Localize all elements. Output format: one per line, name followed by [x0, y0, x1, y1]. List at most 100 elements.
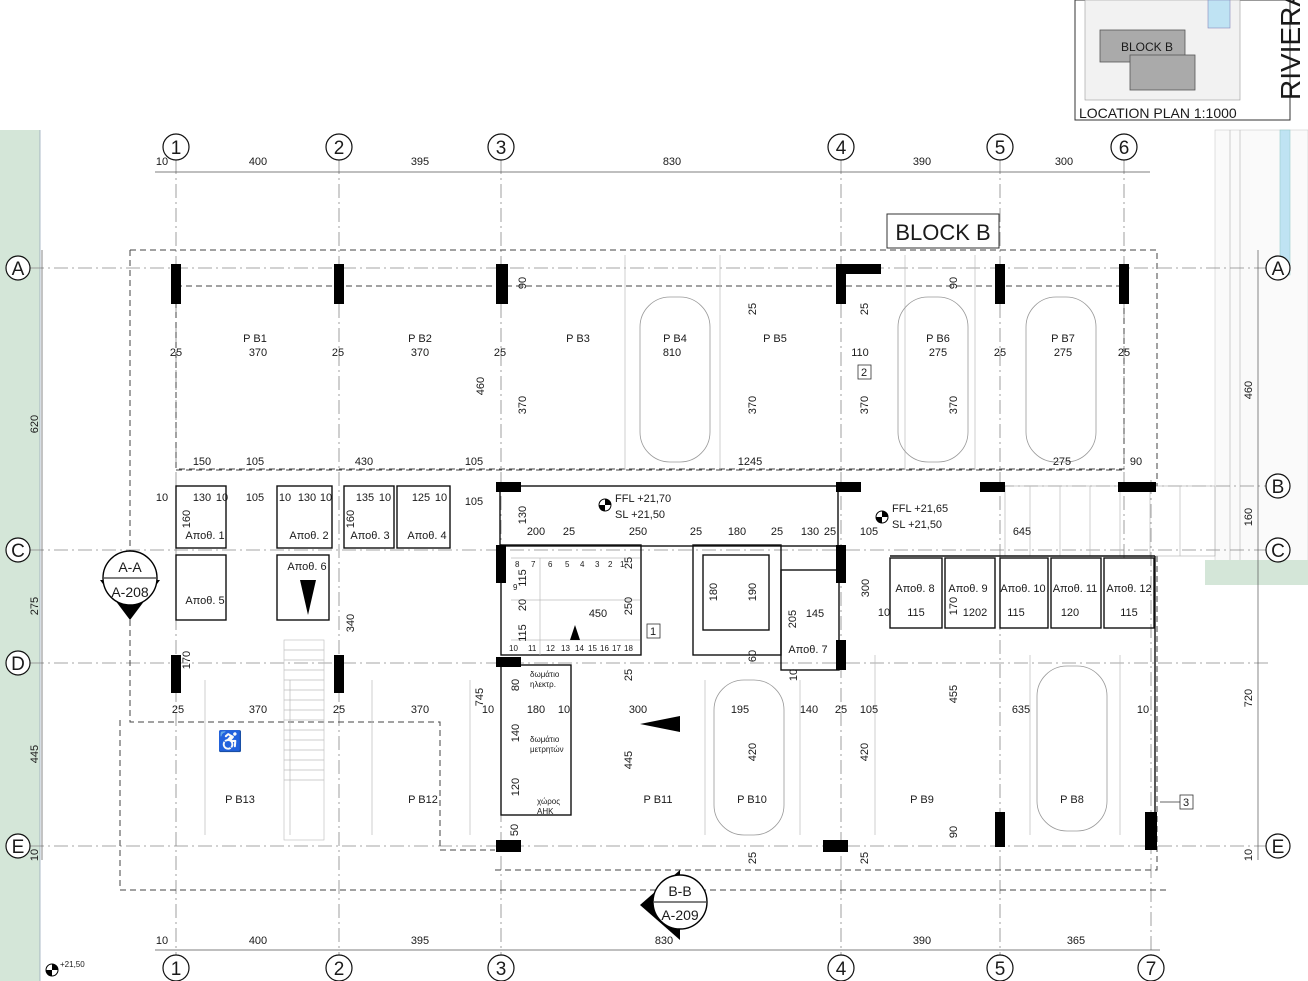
plan-annotation: 1202: [963, 607, 987, 619]
plan-annotation: 130: [801, 526, 819, 538]
plan-annotation: 50: [509, 824, 521, 836]
plan-annotation: A-A: [118, 559, 142, 575]
plan-annotation: 10: [29, 849, 41, 861]
axis-top-6: 6: [1119, 138, 1130, 159]
plan-annotation: 25: [747, 303, 759, 315]
stairs: 8 7 6 5 4 3 2 1 9 10 11 12 13 14 15 16 1…: [509, 557, 640, 655]
plan-annotation: 340: [345, 614, 357, 632]
plan-annotation: 25: [835, 704, 847, 716]
plan-annotation: 10: [482, 704, 494, 716]
plan-annotation: 3: [1183, 797, 1189, 809]
axis-top-4: 4: [836, 138, 847, 159]
plan-annotation: 105: [465, 456, 483, 468]
plan-annotation: χώρος: [537, 797, 560, 806]
plan-annotation: 105: [246, 492, 264, 504]
plan-annotation: 250: [623, 597, 635, 615]
accessible-parking-icon: ♿: [218, 729, 243, 753]
plan-annotation: 370: [948, 396, 960, 414]
plan-annotation: 445: [29, 745, 41, 763]
plan-annotation: 370: [411, 347, 429, 359]
plan-annotation: 430: [355, 456, 373, 468]
plan-annotation: 115: [517, 624, 529, 642]
storage-10: Αποθ. 10: [1000, 583, 1045, 595]
axis-top-1: 1: [171, 138, 182, 159]
plan-annotation: 150: [193, 456, 211, 468]
plan-annotation: 25: [333, 704, 345, 716]
plan-annotation: 275: [1054, 347, 1072, 359]
plan-annotation: 130: [193, 492, 211, 504]
parking-pb13: P B13: [225, 794, 255, 806]
plan-annotation: 370: [249, 347, 267, 359]
plan-annotation: 10: [156, 492, 168, 504]
storage-3: Αποθ. 3: [350, 530, 389, 542]
service-room-labels: δωμάτιο ηλεκτρ. δωμάτιο μετρητών χώρος Α…: [530, 670, 564, 816]
parking-pb12: P B12: [408, 794, 438, 806]
plan-annotation: 365: [1067, 935, 1085, 947]
plan-annotation: μετρητών: [530, 745, 564, 754]
plan-annotation: 115: [1007, 607, 1025, 619]
plan-annotation: 10: [320, 492, 332, 504]
plan-annotation: 25: [623, 557, 635, 569]
plan-annotation: 17: [612, 644, 621, 653]
storage-4: Αποθ. 4: [407, 530, 446, 542]
level-markers: FFL +21,70 SL +21,50 FFL +21,65 SL +21,5…: [45, 493, 948, 977]
axis-row-d-left: D: [11, 654, 25, 675]
storage-6: Αποθ. 6: [287, 561, 326, 573]
plan-annotation: 20: [517, 599, 529, 611]
walls: [175, 485, 1156, 820]
plan-annotation: 60: [747, 650, 759, 662]
block-title: BLOCK B: [895, 220, 990, 245]
plan-annotation: 25: [690, 526, 702, 538]
plan-annotation: 300: [1055, 156, 1073, 168]
axis-row-e-right: E: [1272, 837, 1285, 858]
axis-row-e-left: E: [12, 837, 25, 858]
plan-annotation: 25: [332, 347, 344, 359]
storage-labels: Αποθ. 1 Αποθ. 2 Αποθ. 3 Αποθ. 4 Αποθ. 5 …: [185, 530, 1151, 656]
parking-pb10: P B10: [737, 794, 767, 806]
plan-annotation: B-B: [668, 883, 691, 899]
plan-annotation: 25: [859, 852, 871, 864]
plan-annotation: 115: [1120, 607, 1138, 619]
plan-annotation: 115: [517, 569, 529, 587]
grid-axes-rows: A C D E A B C E: [5, 255, 1291, 859]
plan-annotation: 11: [528, 644, 537, 653]
plan-annotation: 10: [156, 156, 168, 168]
plan-annotation: 370: [747, 396, 759, 414]
location-block-label: BLOCK B: [1121, 40, 1173, 54]
plan-annotation: 445: [623, 751, 635, 769]
site-strip-right: [1205, 129, 1308, 585]
storage-7: Αποθ. 7: [788, 644, 827, 656]
plan-annotation: 10: [156, 935, 168, 947]
axis-row-c-left: C: [11, 541, 25, 562]
plan-annotation: 25: [494, 347, 506, 359]
car-outlines: [639, 296, 1108, 836]
storage-12: Αποθ. 12: [1106, 583, 1151, 595]
plan-annotation: 620: [29, 415, 41, 433]
plan-annotation: 5: [565, 560, 570, 569]
parking-pb3: P B3: [566, 333, 590, 345]
plan-annotation: 105: [860, 526, 878, 538]
plan-annotation: 720: [1243, 689, 1255, 707]
plan-annotation: 370: [411, 704, 429, 716]
plan-annotation: A-209: [661, 907, 699, 923]
plan-annotation: 180: [728, 526, 746, 538]
plan-annotation: 420: [747, 743, 759, 761]
plan-annotation: 15: [588, 644, 597, 653]
plan-annotation: 10: [435, 492, 447, 504]
plan-annotation: 810: [663, 347, 681, 359]
ref-markers: 2 1 3: [646, 364, 1194, 810]
plan-annotation: 275: [929, 347, 947, 359]
plan-annotation: 390: [913, 935, 931, 947]
plan-annotation: 12: [546, 644, 555, 653]
block-title-box: [886, 213, 1000, 249]
plan-annotation: FFL +21,65: [892, 503, 948, 515]
plan-annotation: 25: [563, 526, 575, 538]
axis-top-3: 3: [496, 138, 507, 159]
parking-labels-top: P B1 P B2 P B3 P B4 P B5 P B6 P B7 370 3…: [243, 333, 1075, 359]
plan-annotation: 130: [298, 492, 316, 504]
plan-annotation: 370: [249, 704, 267, 716]
plan-annotation: ηλεκτρ.: [530, 680, 556, 689]
plan-annotation: 170: [948, 597, 960, 615]
storage-11: Αποθ. 11: [1053, 583, 1098, 595]
plan-annotation: 2: [861, 367, 867, 379]
